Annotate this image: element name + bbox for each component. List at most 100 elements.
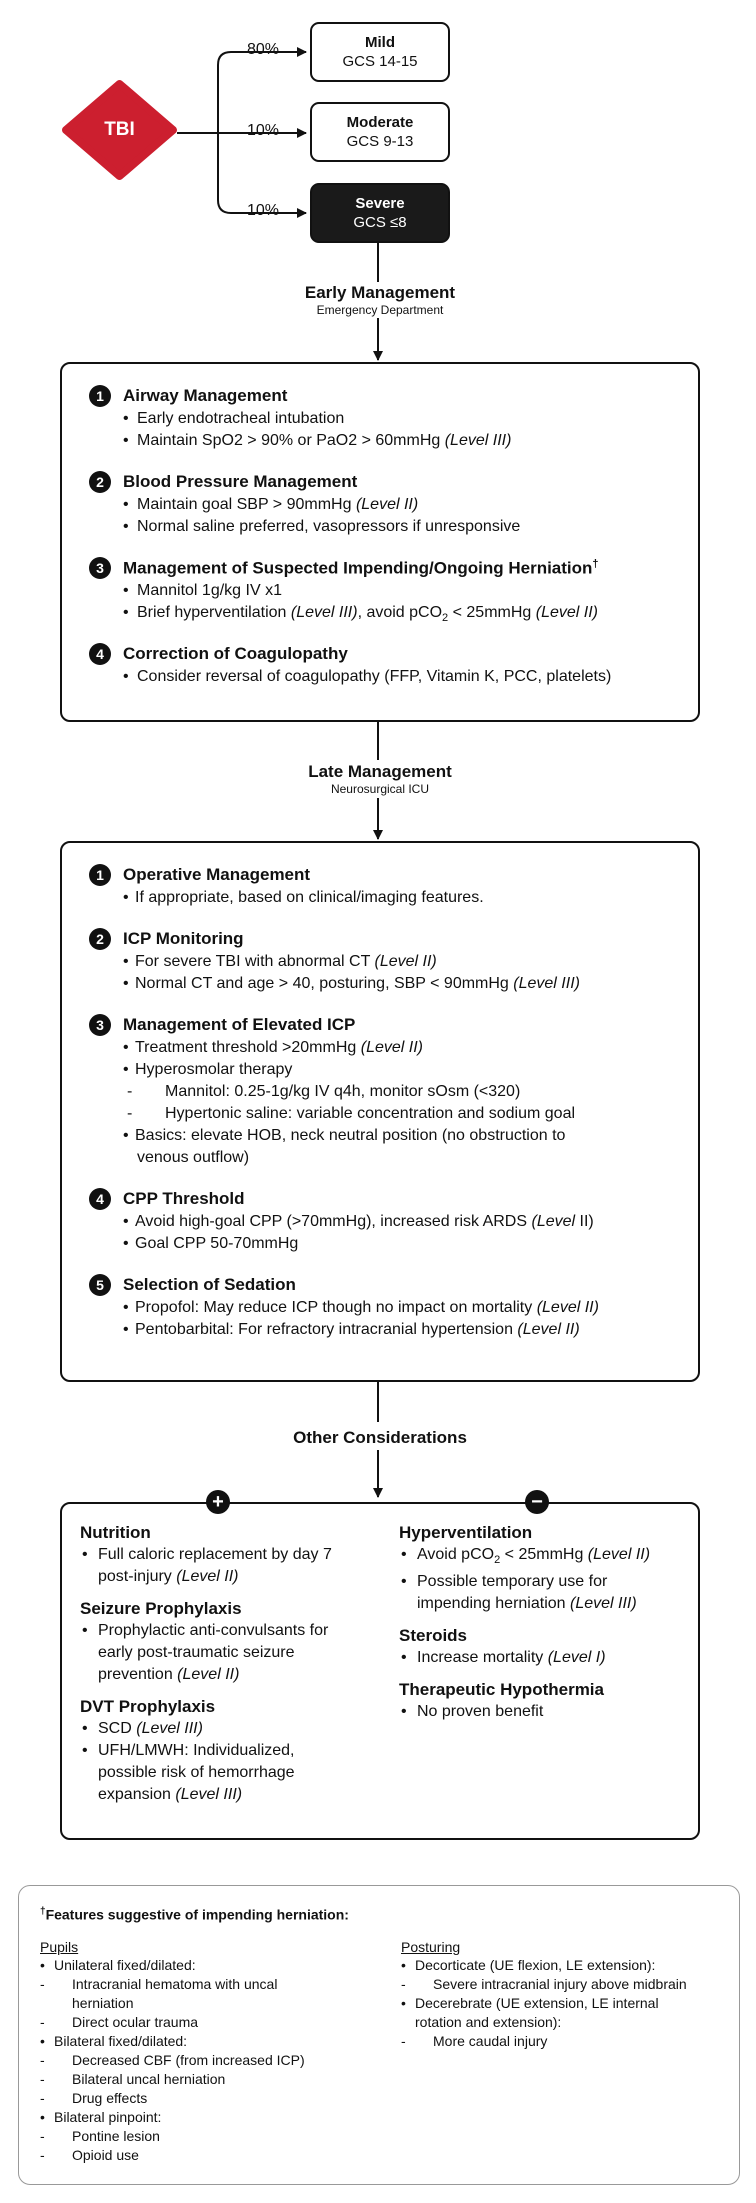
pupils-heading: Pupils <box>40 1939 79 1955</box>
consideration-seizure-prophylaxis: Seizure Prophylaxis •Prophylactic anti-c… <box>80 1598 380 1686</box>
consideration-steroids: Steroids •Increase mortality (Level I) <box>399 1625 689 1669</box>
minus-icon: − <box>525 1490 549 1514</box>
herniation-footnote: †Features suggestive of impending hernia… <box>18 1885 740 2185</box>
section-title: Correction of Coagulopathy <box>123 644 348 663</box>
list-item: •Full caloric replacement by day 7 <box>82 1546 332 1563</box>
list-item: •Treatment threshold >20mmHg (Level II) <box>123 1039 423 1056</box>
list-item: •Avoid pCO2 < 25mmHg (Level II) <box>401 1546 651 1567</box>
tbi-label: TBI <box>104 119 135 140</box>
list-item: -Mannitol: 0.25-1g/kg IV q4h, monitor sO… <box>127 1083 521 1100</box>
list-item: •Avoid high-goal CPP (>70mmHg), increase… <box>123 1213 594 1230</box>
list-item: -Hypertonic saline: variable concentrati… <box>127 1105 576 1122</box>
list-item: •Unilateral fixed/dilated: <box>40 1957 196 1973</box>
list-item: •Hyperosmolar therapy <box>123 1061 293 1078</box>
section-title: Selection of Sedation <box>123 1275 296 1294</box>
step-number-badge: 4 <box>89 1188 111 1210</box>
posturing-heading: Posturing <box>401 1939 461 1955</box>
branch-severe-percent: 10% <box>246 202 280 219</box>
list-item: • Basics: elevate HOB, neck neutral posi… <box>123 1127 566 1144</box>
severity-severe-gcs: GCS ≤8 <box>353 214 407 231</box>
list-item: possible risk of hemorrhage <box>98 1764 295 1781</box>
consideration-hypothermia: Therapeutic Hypothermia •No proven benef… <box>399 1679 689 1723</box>
step-number-badge: 4 <box>89 643 111 665</box>
severity-severe-box: Severe GCS ≤8 <box>310 183 450 243</box>
section-title: ICP Monitoring <box>123 929 244 948</box>
section-title: Management of Suspected Impending/Ongoin… <box>123 557 599 578</box>
early-stage-subtitle: Emergency Department <box>316 303 444 317</box>
list-item: •Normal saline preferred, vasopressors i… <box>123 518 521 535</box>
other-stage-title: Other Considerations <box>293 1428 467 1447</box>
step-number-badge: 1 <box>89 385 111 407</box>
step-number-badge: 5 <box>89 1274 111 1296</box>
recommended-column: Nutrition •Full caloric replacement by d… <box>80 1522 380 1806</box>
section-title: Blood Pressure Management <box>123 472 358 491</box>
tbi-diamond-shape <box>62 80 177 180</box>
footnote-title: †Features suggestive of impending hernia… <box>40 1906 349 1923</box>
list-item: -Direct ocular trauma <box>40 2014 199 2030</box>
list-item: post-injury (Level II) <box>98 1568 239 1585</box>
list-item: •SCD (Level III) <box>82 1720 203 1737</box>
list-item: early post-traumatic seizure <box>98 1644 295 1661</box>
tbi-node: TBI <box>62 80 177 180</box>
step-number-badge: 2 <box>89 928 111 950</box>
branch-mild-percent: 80% <box>246 41 280 58</box>
consideration-dvt-prophylaxis: DVT Prophylaxis •SCD (Level III) •UFH/LM… <box>80 1696 380 1806</box>
list-item: -Intracranial hematoma with uncal <box>40 1976 278 1992</box>
list-item: prevention (Level II) <box>98 1666 240 1683</box>
branch-mild-arrow <box>217 47 307 133</box>
list-item: •Maintain SpO2 > 90% or PaO2 > 60mmHg (L… <box>123 432 512 449</box>
early-section-coagulopathy: 4 Correction of Coagulopathy •Consider re… <box>89 642 680 688</box>
list-item: -Decreased CBF (from increased ICP) <box>40 2052 305 2068</box>
plus-icon: + <box>206 1490 230 1514</box>
list-item: •Consider reversal of coagulopathy (FFP,… <box>123 668 612 685</box>
consideration-nutrition: Nutrition •Full caloric replacement by d… <box>80 1522 380 1588</box>
list-item: •Mannitol 1g/kg IV x1 <box>123 582 282 599</box>
section-title: CPP Threshold <box>123 1189 245 1208</box>
list-item: •Decorticate (UE flexion, LE extension): <box>401 1957 656 1973</box>
branch-moderate-percent: 10% <box>246 122 280 139</box>
severity-moderate-gcs: GCS 9-13 <box>346 133 414 150</box>
list-item: -Pontine lesion <box>40 2128 160 2144</box>
consideration-title: DVT Prophylaxis <box>80 1697 216 1716</box>
list-item: •Propofol: May reduce ICP though no impa… <box>123 1299 599 1316</box>
list-item: •Increase mortality (Level I) <box>401 1649 606 1667</box>
list-item: •If appropriate, based on clinical/imagi… <box>123 889 484 906</box>
list-item: -Drug effects <box>40 2090 148 2106</box>
list-item: •Decerebrate (UE extension, LE internal <box>401 1995 659 2011</box>
list-item: -Bilateral uncal herniation <box>40 2071 226 2087</box>
list-item: •Prophylactic anti-convulsants for <box>82 1622 329 1639</box>
list-item: •Possible temporary use for <box>401 1573 608 1591</box>
pupils-column: Pupils •Unilateral fixed/dilated: -Intra… <box>40 1938 370 2165</box>
list-item: expansion (Level III) <box>98 1786 243 1803</box>
not-recommended-column: Hyperventilation •Avoid pCO2 < 25mmHg (L… <box>399 1522 689 1723</box>
posturing-column: Posturing •Decorticate (UE flexion, LE e… <box>401 1938 731 2051</box>
list-item: •Pentobarbital: For refractory intracran… <box>123 1321 580 1338</box>
late-section-sedation: 5 Selection of Sedation •Propofol: May re… <box>89 1273 680 1341</box>
other-considerations-box: Nutrition •Full caloric replacement by d… <box>60 1502 700 1840</box>
step-number-badge: 2 <box>89 471 111 493</box>
late-stage-title: Late Management <box>308 762 452 781</box>
list-item: •Brief hyperventilation (Level III), avo… <box>123 604 599 625</box>
branch-severe-arrow <box>217 133 307 218</box>
other-considerations-label: Other Considerations <box>230 1428 530 1448</box>
list-item: •No proven benefit <box>401 1703 544 1721</box>
step-number-badge: 3 <box>89 1014 111 1036</box>
list-item: •UFH/LMWH: Individualized, <box>82 1742 295 1759</box>
list-item: •Bilateral fixed/dilated: <box>40 2033 188 2049</box>
consideration-title: Hyperventilation <box>399 1523 533 1542</box>
list-item: venous outflow) <box>137 1149 250 1166</box>
list-item: •Goal CPP 50-70mmHg <box>123 1235 299 1252</box>
late-management-label: Late Management Neurosurgical ICU <box>230 762 530 796</box>
early-management-label: Early Management Emergency Department <box>230 283 530 317</box>
section-title: Operative Management <box>123 865 311 884</box>
list-item: impending herniation (Level III) <box>417 1595 637 1613</box>
list-item: •Normal CT and age > 40, posturing, SBP … <box>123 975 580 992</box>
severity-mild-gcs: GCS 14-15 <box>342 53 418 70</box>
